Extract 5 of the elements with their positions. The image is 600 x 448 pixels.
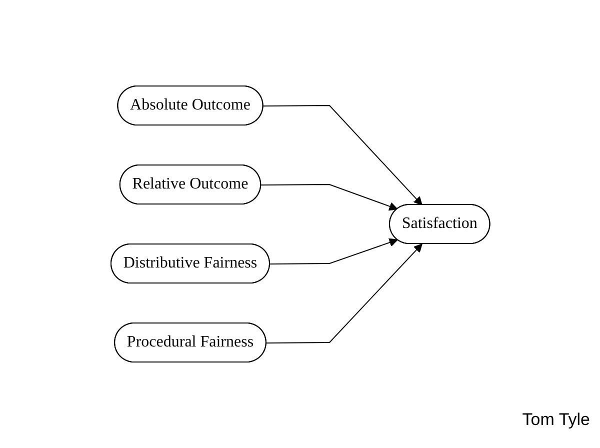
arrow bbox=[260, 184, 398, 211]
arrow bbox=[262, 105, 422, 206]
author-credit: Tom Tyle bbox=[522, 410, 590, 430]
arrow bbox=[266, 244, 422, 344]
arrow bbox=[269, 238, 398, 264]
